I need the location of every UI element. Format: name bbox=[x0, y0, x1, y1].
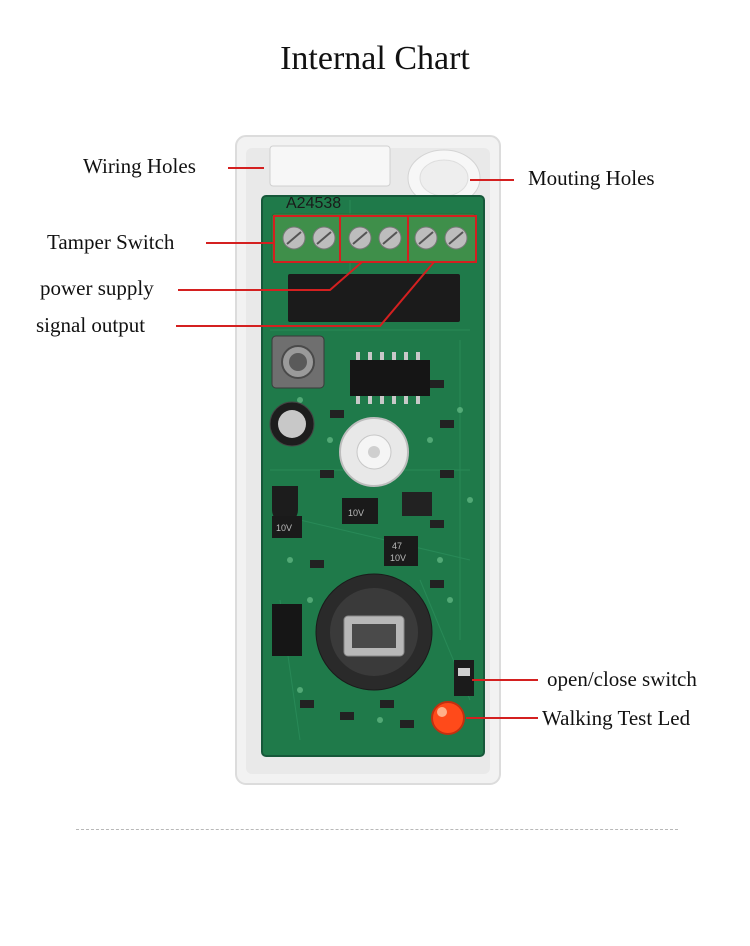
board-marking: A24538 bbox=[286, 195, 341, 212]
tantalum-capacitor-1 bbox=[342, 498, 378, 524]
label-power-supply: power supply bbox=[40, 276, 154, 300]
divider bbox=[76, 829, 678, 830]
transistor bbox=[272, 486, 298, 523]
walking-test-led bbox=[431, 701, 465, 735]
open-close-switch bbox=[454, 660, 474, 696]
label-wiring-holes: Wiring Holes bbox=[83, 154, 196, 178]
label-open-close-switch: open/close switch bbox=[547, 667, 697, 691]
svg-text:10V: 10V bbox=[390, 553, 406, 563]
svg-text:47: 47 bbox=[392, 541, 402, 551]
svg-text:10V: 10V bbox=[348, 508, 364, 518]
side-ic bbox=[272, 604, 302, 656]
label-signal-output: signal output bbox=[36, 313, 146, 337]
jumper bbox=[402, 492, 432, 516]
wiring-hole bbox=[269, 145, 391, 187]
tantalum-capacitor-2 bbox=[384, 536, 418, 566]
ic-chip bbox=[350, 360, 430, 396]
relay bbox=[288, 274, 460, 322]
label-mounting-holes: Mouting Holes bbox=[528, 166, 655, 190]
tantalum-capacitor-3 bbox=[272, 516, 302, 538]
label-tamper-switch: Tamper Switch bbox=[47, 230, 175, 254]
label-walking-test-led: Walking Test Led bbox=[542, 706, 691, 730]
signal-output-pointer bbox=[176, 261, 435, 327]
svg-text:10V: 10V bbox=[276, 523, 292, 533]
power-supply-pointer bbox=[178, 261, 363, 291]
page-title: Internal Chart bbox=[280, 40, 470, 77]
terminal-screws bbox=[282, 226, 468, 250]
